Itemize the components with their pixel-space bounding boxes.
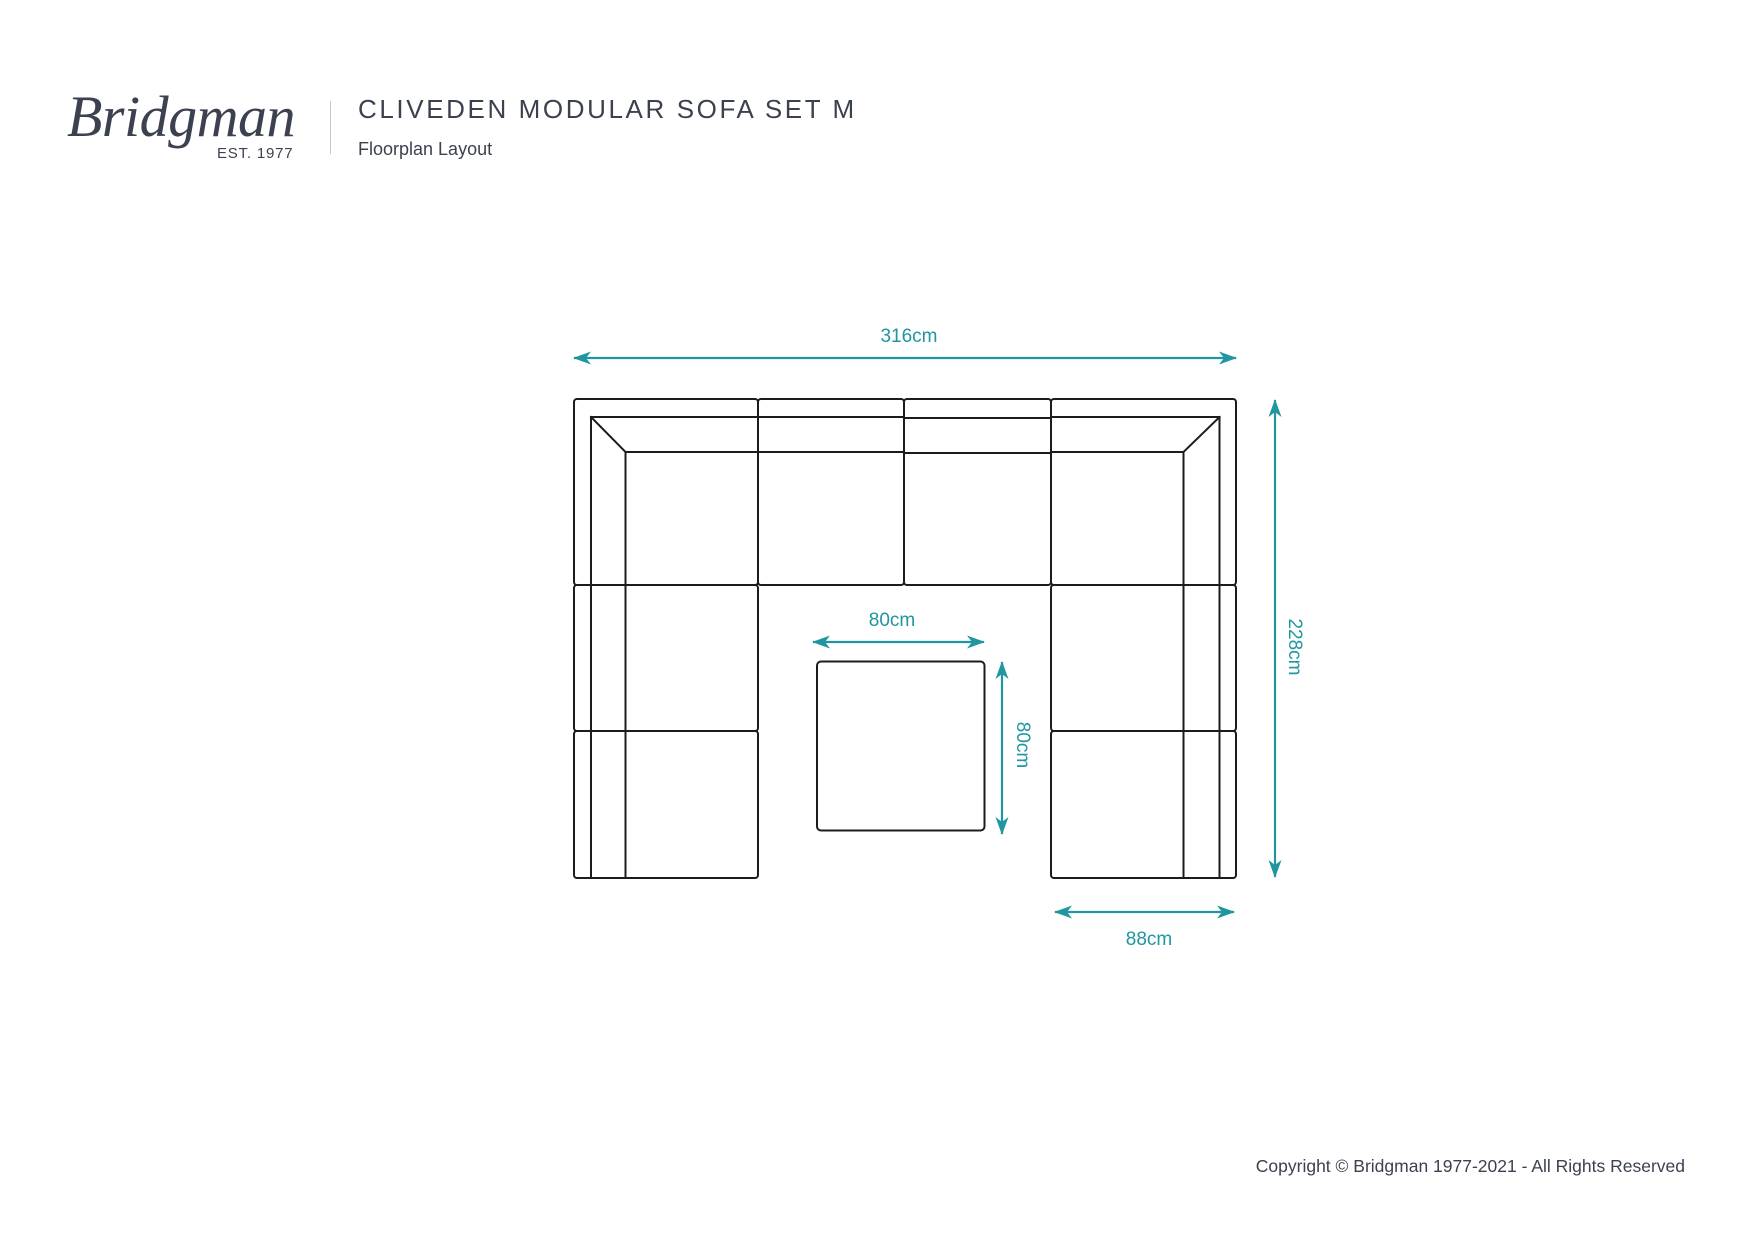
sofa-module-middle-left <box>757 398 905 586</box>
brand-established-year: EST. 1977 <box>217 145 294 162</box>
page-title: CLIVEDEN MODULAR SOFA SET M <box>358 94 857 124</box>
header-divider <box>330 101 331 154</box>
dimension-label-table-width: 80cm <box>869 610 915 631</box>
sofa-modules <box>573 398 1237 879</box>
dimension-label-overall-width: 316cm <box>880 326 937 347</box>
brand-wordmark: Bridgman <box>67 84 296 149</box>
sofa-module-corner-top-left <box>573 398 759 586</box>
dimension-label-table-depth: 80cm <box>1012 722 1033 768</box>
module-corner-diagonal <box>1182 415 1221 454</box>
page-subtitle: Floorplan Layout <box>358 139 493 159</box>
sofa-module-corner-top-right <box>1050 398 1237 586</box>
sofa-module-right-middle <box>1050 584 1237 732</box>
coffee-table <box>816 660 986 832</box>
sofa-module-left-bottom <box>573 730 759 879</box>
copyright-notice: Copyright © Bridgman 1977-2021 - All Rig… <box>1255 1156 1685 1176</box>
sofa-module-left-middle <box>573 584 759 732</box>
module-corner-diagonal <box>589 415 627 454</box>
dimension-label-overall-depth: 228cm <box>1284 618 1305 675</box>
dimension-label-module-width: 88cm <box>1126 929 1172 950</box>
sofa-module-right-bottom <box>1050 730 1237 879</box>
sofa-module-middle-right <box>903 398 1052 586</box>
